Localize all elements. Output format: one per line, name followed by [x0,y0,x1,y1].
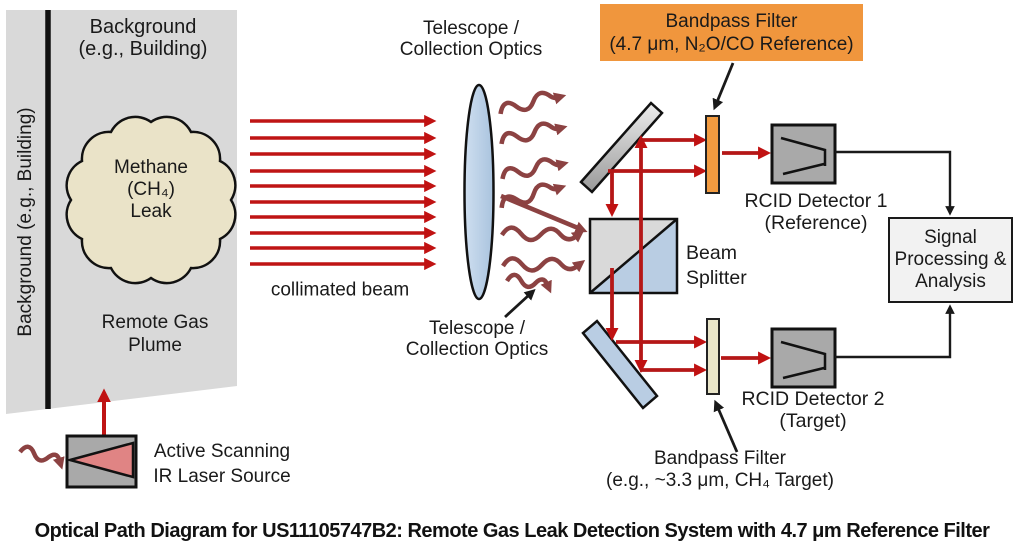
reference-filter-callout: Bandpass Filter (4.7 μm, N₂O/CO Referenc… [600,4,863,61]
collection-lens [463,83,495,301]
beam-splitter-label: Beam Splitter [686,241,747,291]
signal-processing-line1: Signal [924,227,977,248]
background-top-label: Background (e.g., Building) [79,16,208,60]
target-filter-callout-line1: Bandpass Filter [653,448,786,469]
plume-label-line2: Plume [128,335,182,356]
laser-source-label-line2: IR Laser Source [153,466,291,487]
beam-splitter-label-line1: Beam [686,242,737,264]
signal-wires [835,150,955,359]
methane-cloud-label: Methane (CH₄) Leak [114,157,188,223]
telescope-top-label: Telescope / Collection Optics [400,18,543,60]
plume-label-line1: Remote Gas [101,312,209,333]
target-filter-callout-line2: (e.g., ~3.3 μm, CH₄ Target) [606,470,834,491]
laser-triangle-icon [65,441,135,479]
beam-path-lines [605,133,771,377]
detector1-box [770,123,837,185]
background-side-label: Background (e.g., Building) [15,107,36,337]
background-top-label-line1: Background [89,16,197,38]
detector2-label-line1: RCID Detector 2 [741,388,885,410]
fold-mirror-top [579,101,664,194]
diagram-caption: Optical Path Diagram for US11105747B2: R… [34,520,990,542]
detector2-label-line2: (Target) [779,410,847,432]
laser-wavy-arrow [18,444,65,470]
beam-splitter-cube [588,217,679,295]
target-filter-pointer-arrow [713,399,739,453]
scattered-light-arrows [498,90,588,294]
annotation-arrows [504,62,739,453]
reference-filter-callout-line1: Bandpass Filter [665,10,798,32]
cloud-label-line3: Leak [130,201,172,222]
detector1-label-line2: (Reference) [764,212,868,234]
background-top-label-line2: (e.g., Building) [78,38,208,60]
fold-mirror-bottom [581,319,659,410]
collimated-beam-arrows [250,114,437,271]
detector2-photodiode-icon [780,340,827,380]
methane-cloud-shape [65,115,237,285]
signal-processing-box: Signal Processing & Analysis [888,217,1013,303]
beam-splitter-label-line2: Splitter [686,267,747,289]
detector1-label: RCID Detector 1 (Reference) [744,190,887,234]
telescope-bottom-line1: Telescope / [428,318,526,339]
detector2-label: RCID Detector 2 (Target) [741,388,884,432]
telescope-top-line2: Collection Optics [399,39,543,60]
detector1-photodiode-icon [780,136,827,176]
reference-filter-bar [705,115,720,194]
detector2-box [770,327,837,389]
signal-processing-line3: Analysis [915,271,986,292]
cloud-label-line2: (CH₄) [127,179,175,200]
telescope-pointer-arrow [504,288,536,319]
target-filter-callout: Bandpass Filter (e.g., ~3.3 μm, CH₄ Targ… [606,448,834,492]
cloud-label-line1: Methane [114,157,188,178]
laser-source-label: Active Scanning IR Laser Source [153,439,290,489]
telescope-bottom-label: Telescope / Collection Optics [406,318,549,360]
plume-label: Remote Gas Plume [102,311,209,357]
telescope-top-line1: Telescope / [422,18,520,39]
reference-filter-callout-line2: (4.7 μm, N₂O/CO Reference) [609,33,854,55]
reference-filter-pointer-arrow [712,62,735,111]
telescope-bottom-line2: Collection Optics [405,339,549,360]
signal-processing-line2: Processing & [894,249,1007,270]
detector1-label-line1: RCID Detector 1 [744,190,888,212]
target-filter-bar [706,318,720,395]
laser-source-label-line1: Active Scanning [153,441,291,462]
collimated-beam-label: collimated beam [270,279,410,301]
